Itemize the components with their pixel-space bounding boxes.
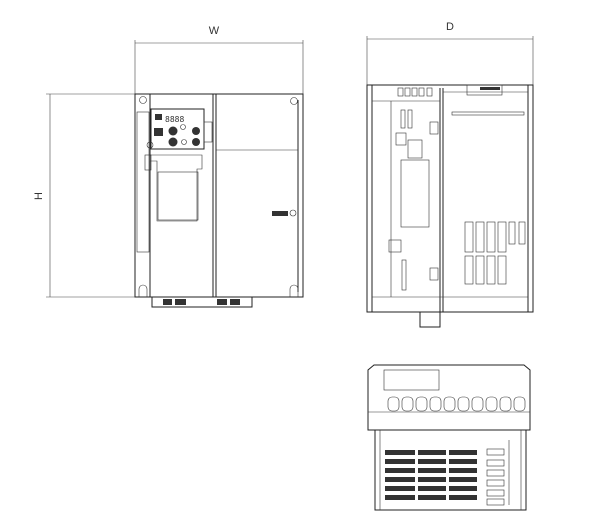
depth-dimension: D [366,21,534,85]
depth-label: D [446,21,454,33]
bottom-view [367,364,531,511]
width-dimension: W [134,25,304,94]
width-label: W [209,25,220,37]
terminal-screws [387,396,526,412]
keypad-panel: 8888 [146,108,213,150]
side-vents [464,221,526,285]
svg-text:8888: 8888 [165,115,184,124]
height-label: H [33,192,45,200]
height-dimension: H [33,93,135,298]
side-view [366,84,534,328]
bottom-vents [385,440,510,506]
front-view: 8888 [134,93,304,308]
